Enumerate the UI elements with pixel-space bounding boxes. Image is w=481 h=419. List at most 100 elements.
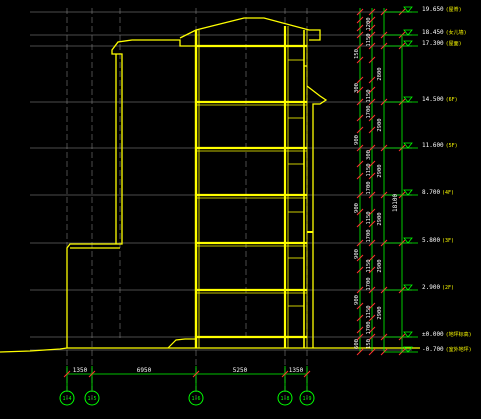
level-value: 11.600 bbox=[422, 142, 444, 149]
vertical-dim-text: 300 bbox=[366, 150, 372, 160]
vertical-dim-text: 2900 bbox=[377, 164, 383, 177]
level-tag: (4F) bbox=[442, 190, 454, 196]
level-tag: (地坪标高) bbox=[446, 331, 472, 338]
dimension-tick bbox=[356, 24, 364, 32]
dimension-tick bbox=[356, 31, 364, 39]
level-triangle-icon bbox=[403, 29, 413, 36]
axis-bubble-2: 1-5 bbox=[84, 390, 100, 406]
dimension-tick bbox=[368, 348, 376, 356]
vertical-dim-text: 2900 bbox=[377, 212, 383, 225]
vertical-dim-text: 1150 bbox=[366, 89, 372, 102]
vertical-dim-text: 900 bbox=[354, 295, 360, 305]
level-marker: 2.900(2F) bbox=[384, 284, 454, 291]
axis-bubble-label: 1-6 bbox=[191, 396, 200, 402]
vertical-dim-text: 1700 bbox=[366, 229, 372, 242]
right-bay-outline bbox=[306, 85, 328, 348]
axis-lines bbox=[66, 8, 308, 400]
dimension-tick bbox=[356, 239, 364, 247]
level-value: 17.300 bbox=[422, 40, 444, 47]
level-value: 14.500 bbox=[422, 96, 444, 103]
level-marker: -0.700(室外地坪) bbox=[384, 346, 472, 353]
level-value: -0.700 bbox=[422, 346, 444, 353]
dimension-tick bbox=[356, 348, 364, 356]
dimension-ticks bbox=[356, 8, 406, 356]
dimension-tick bbox=[368, 114, 376, 122]
axis-bubble-3: 1-6 bbox=[188, 390, 204, 406]
vertical-dim-text: 900 bbox=[354, 135, 360, 145]
level-value: 18.450 bbox=[422, 29, 444, 36]
vertical-dim-text: 2900 bbox=[377, 259, 383, 272]
vertical-dim-text: 1700 bbox=[366, 105, 372, 118]
level-triangle-icon bbox=[403, 237, 413, 244]
dimension-tick bbox=[356, 314, 364, 322]
vertical-dim-text: 300 bbox=[354, 83, 360, 93]
level-marker: 5.800(3F) bbox=[384, 237, 454, 244]
dimension-tick bbox=[356, 98, 364, 106]
axis-bubble-lines bbox=[66, 380, 308, 390]
dimension-tick bbox=[368, 126, 376, 134]
dimension-tick bbox=[368, 220, 376, 228]
level-tag: (3F) bbox=[442, 238, 454, 244]
level-marker: 18.450(女儿墙) bbox=[384, 29, 467, 36]
vertical-dim-text: 600 bbox=[354, 339, 360, 349]
level-triangle-icon bbox=[403, 284, 413, 291]
dimension-tick bbox=[356, 254, 364, 262]
level-markers: 19.650(屋脊)18.450(女儿墙)17.300(屋面)14.500(6F… bbox=[384, 6, 472, 353]
level-value: 2.900 bbox=[422, 284, 440, 291]
bottom-dim-1: 1350 bbox=[73, 367, 88, 374]
dimension-tick bbox=[368, 208, 376, 216]
dimension-tick bbox=[368, 333, 376, 341]
vertical-dim-text: 2800 bbox=[377, 67, 383, 80]
dimension-tick bbox=[356, 266, 364, 274]
vertical-dim-text: 900 bbox=[354, 203, 360, 213]
bottom-dim-3: 5250 bbox=[233, 367, 248, 374]
level-value: 8.700 bbox=[422, 189, 440, 196]
floor-slabs bbox=[196, 44, 307, 339]
dimension-tick bbox=[368, 266, 376, 274]
bottom-dim-2: 6950 bbox=[137, 367, 152, 374]
left-wing-outline bbox=[66, 39, 196, 348]
dimension-tick bbox=[368, 86, 376, 94]
dimension-tick bbox=[356, 56, 364, 64]
vertical-dim-text: 1200 bbox=[366, 17, 372, 30]
dimension-tick bbox=[368, 286, 376, 294]
vertical-dim-text: 900 bbox=[354, 249, 360, 259]
level-marker: 19.650(屋脊) bbox=[384, 6, 462, 13]
dimension-tick bbox=[368, 326, 376, 334]
vertical-dim-text: 2900 bbox=[377, 306, 383, 319]
dimension-tick bbox=[356, 208, 364, 216]
dimension-tick bbox=[368, 24, 376, 32]
dimension-tick bbox=[356, 172, 364, 180]
dimension-tick bbox=[356, 16, 364, 24]
level-value: ±0.000 bbox=[422, 331, 444, 338]
bottom-dimension-line bbox=[66, 366, 308, 380]
dimension-tick bbox=[356, 144, 364, 152]
vertical-dim-text: 1700 bbox=[366, 277, 372, 290]
dimension-tick bbox=[368, 314, 376, 322]
level-marker: 14.500(6F) bbox=[384, 96, 458, 103]
level-marker: 11.600(5F) bbox=[384, 142, 458, 149]
level-marker: ±0.000(地坪标高) bbox=[384, 331, 472, 338]
level-marker: 8.700(4F) bbox=[384, 189, 454, 196]
ground-line bbox=[0, 338, 420, 353]
vertical-dimension-texts: 2800290029002900290029001200115015030011… bbox=[354, 17, 383, 349]
dimension-tick bbox=[356, 42, 364, 50]
vertical-dim-text: 1700 bbox=[366, 181, 372, 194]
dimension-tick bbox=[368, 172, 376, 180]
dimension-tick bbox=[368, 302, 376, 310]
dimension-tick bbox=[368, 42, 376, 50]
level-tag: (2F) bbox=[442, 285, 454, 291]
dimension-tick bbox=[368, 56, 376, 64]
dimension-tick bbox=[368, 239, 376, 247]
dimension-tick bbox=[356, 302, 364, 310]
vertical-dimension-chain bbox=[359, 8, 403, 352]
dimension-tick bbox=[356, 191, 364, 199]
level-triangle-icon bbox=[403, 331, 413, 338]
dimension-tick bbox=[356, 126, 364, 134]
vertical-dim-text: 1150 bbox=[366, 259, 372, 272]
dimension-tick bbox=[356, 76, 364, 84]
vertical-dim-text: 150 bbox=[354, 49, 360, 59]
dimension-tick bbox=[356, 326, 364, 334]
level-triangle-icon bbox=[403, 6, 413, 13]
